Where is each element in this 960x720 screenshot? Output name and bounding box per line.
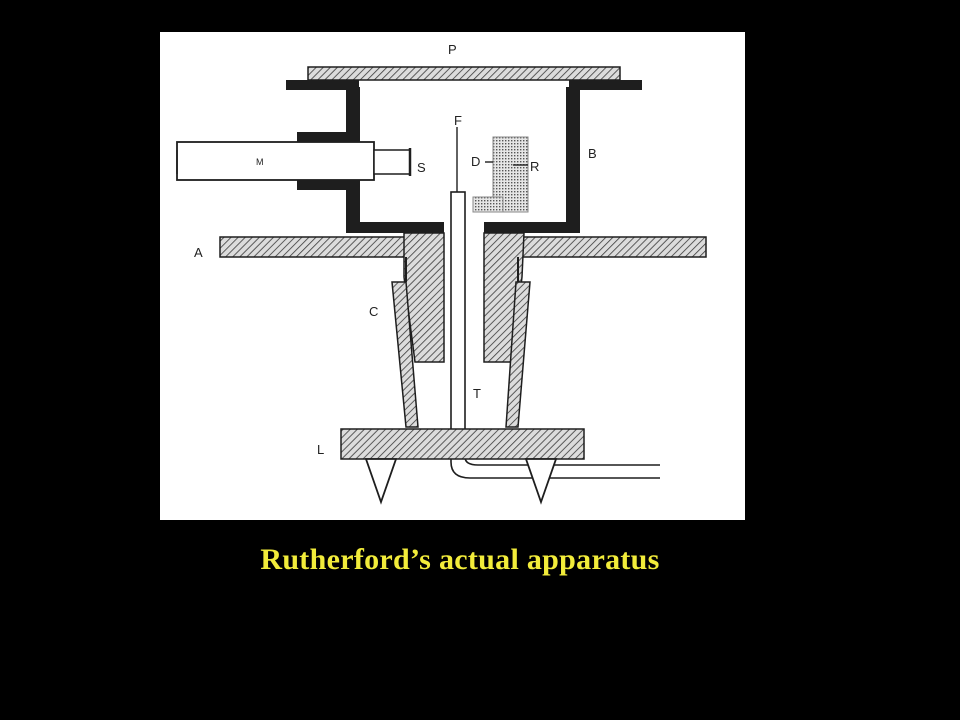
apparatus-diagram: P B F D R S M A C T L: [160, 32, 745, 520]
tube-t: [450, 191, 466, 433]
label-f: F: [454, 113, 462, 128]
stand-l: [340, 428, 585, 460]
top-plate: [307, 66, 621, 81]
foot-right: [524, 458, 558, 505]
label-t: T: [473, 386, 481, 401]
chamber-wall-right: [566, 87, 580, 227]
top-flange-left: [286, 80, 359, 90]
label-c: C: [369, 304, 378, 319]
label-m: M: [256, 157, 264, 167]
foot-left: [364, 458, 398, 505]
label-s: S: [417, 160, 426, 175]
label-a: A: [194, 245, 203, 260]
tube-outlet: [450, 432, 660, 479]
apparatus-drawing: P B F D R S M A C T L: [176, 42, 707, 505]
slide-caption: Rutherford’s actual apparatus: [260, 543, 660, 576]
label-r: R: [530, 159, 539, 174]
joint-c-right: [505, 281, 531, 428]
port-clamp-top: [297, 132, 347, 142]
microscope-eyepiece: [373, 149, 411, 175]
label-p: P: [448, 42, 457, 57]
top-flange-right: [569, 80, 642, 90]
microscope-tube: [176, 141, 375, 181]
conical-plug-left: [403, 232, 445, 363]
joint-c-left: [391, 281, 419, 428]
radium-holder-base: [472, 196, 504, 213]
label-b: B: [588, 146, 597, 161]
chamber-bottom-left: [346, 222, 444, 233]
label-d: D: [471, 154, 480, 169]
chamber-bottom-right: [484, 222, 580, 233]
label-l: L: [317, 442, 324, 457]
port-clamp-bottom: [297, 180, 347, 190]
